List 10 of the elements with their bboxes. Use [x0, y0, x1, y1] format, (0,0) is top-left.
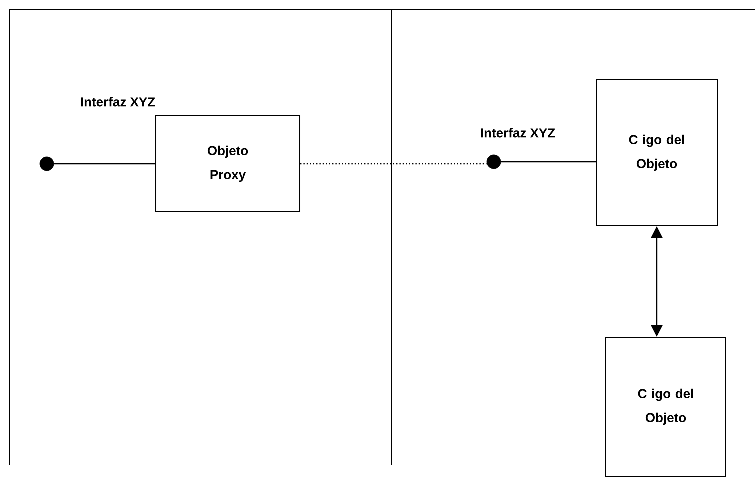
object-box: C igo del Objeto: [606, 337, 726, 477]
connector: [501, 161, 596, 163]
object-box: Objeto Proxy: [156, 116, 300, 212]
interface-label: Interfaz XYZ: [481, 128, 556, 138]
interface-dot: [486, 154, 502, 170]
connector: [54, 163, 156, 165]
object-box: C igo del Objeto: [596, 80, 718, 226]
connector: [300, 163, 487, 165]
interface-dot: [40, 156, 54, 172]
interface-label: Interfaz XYZ: [81, 97, 156, 107]
